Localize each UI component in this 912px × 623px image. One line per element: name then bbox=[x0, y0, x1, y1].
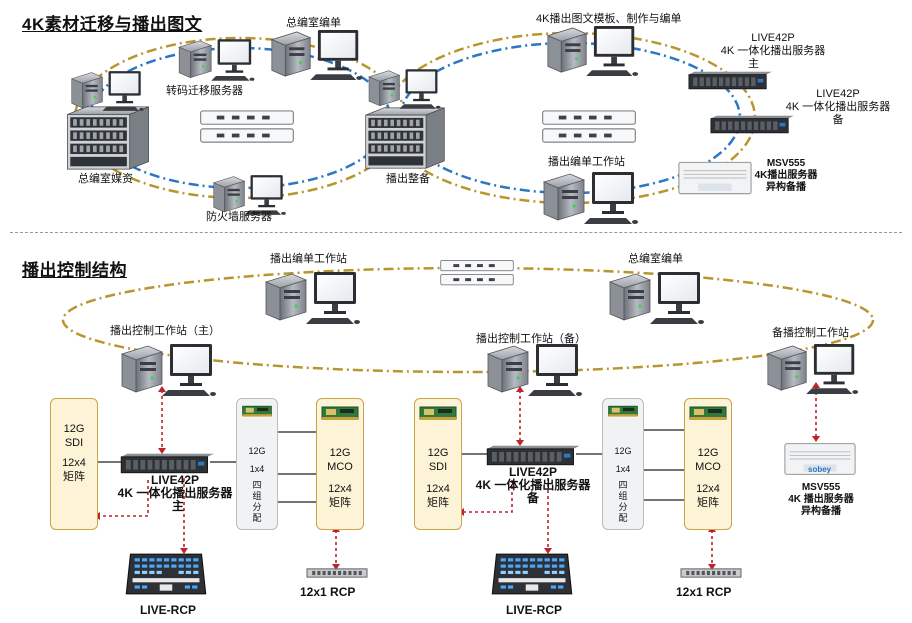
right-sdi-l2: SDI bbox=[428, 461, 448, 473]
left-live-role: 主 bbox=[172, 499, 185, 513]
msv-brand-label: sobey bbox=[808, 465, 832, 474]
left-live-model: LIVE42P bbox=[150, 473, 200, 487]
right-sdi-l3: 12x4 bbox=[426, 483, 450, 495]
live-backup-label: LIVE42P 4K 一体化播出服务器 备 bbox=[768, 88, 908, 127]
left-sdi-matrix-box: 12G SDI 12x4 矩阵 bbox=[50, 398, 98, 530]
ctrl-backup-icon bbox=[484, 340, 584, 400]
msv-standby-role: 异构备播 bbox=[801, 506, 841, 517]
s2-playout-workstation-icon bbox=[262, 268, 362, 328]
left-sdi-l2: SDI bbox=[64, 437, 84, 449]
ctrl-main-label: 播出控制工作站（主） bbox=[110, 325, 220, 337]
section2-title: 播出控制结构 bbox=[22, 261, 127, 280]
central-editing-top-label: 总编室编单 bbox=[286, 17, 341, 29]
left-live-server-label: LIVE42P 4K 一体化播出服务器 主 bbox=[110, 474, 240, 513]
right-dist-l1: 12G bbox=[614, 446, 632, 456]
right-dist-l3: 四 bbox=[618, 480, 628, 490]
right-dist-l2: 1x4 bbox=[615, 464, 631, 474]
right-sdi-matrix-box: 12G SDI 12x4 矩阵 bbox=[414, 398, 462, 530]
left-mco-matrix-box: 12G MCO 12x4 矩阵 bbox=[316, 398, 364, 530]
left-mco-l3: 12x4 bbox=[328, 483, 352, 495]
msv-standby-desc: 4K 播出服务器 bbox=[788, 494, 854, 505]
live-main-desc: 4K 一体化播出服务器 bbox=[720, 45, 826, 57]
right-dist-l5: 分 bbox=[618, 502, 628, 512]
right-sdi-card-icon bbox=[418, 403, 458, 423]
right-12x1-rcp-icon bbox=[680, 566, 742, 580]
msv-top-desc: 4K播出服务器 bbox=[754, 170, 818, 181]
left-dist-l3: 四 bbox=[252, 480, 262, 490]
msv-standby-label: MSV555 4K 播出服务器 异构备播 bbox=[776, 482, 866, 518]
standby-ctrl-label: 备播控制工作站 bbox=[772, 327, 849, 339]
right-mco-matrix-box: 12G MCO 12x4 矩阵 bbox=[684, 398, 732, 530]
left-mco-l4: 矩阵 bbox=[329, 497, 351, 509]
live-main-model: LIVE42P bbox=[751, 32, 795, 44]
left-12x1-rcp-label: 12x1 RCP bbox=[300, 585, 356, 599]
right-dist-l4: 组 bbox=[618, 491, 628, 501]
right-mco-l1: 12G bbox=[697, 447, 719, 459]
right-live-role: 备 bbox=[526, 491, 539, 505]
standby-ctrl-icon bbox=[764, 340, 860, 398]
s2-playout-workstation-label: 播出编单工作站 bbox=[270, 253, 347, 265]
left-live-rcp-icon bbox=[122, 552, 210, 598]
right-live-desc: 4K 一体化播出服务器 bbox=[475, 478, 591, 492]
live-main-role: 主 bbox=[748, 58, 759, 70]
firewall-server-label: 防火墙服务器 bbox=[206, 211, 272, 223]
ctrl-backup-label: 播出控制工作站（备） bbox=[476, 333, 586, 345]
left-mco-l2: MCO bbox=[327, 461, 353, 473]
left-mco-card-icon bbox=[320, 403, 360, 423]
left-dist-box: 12G 1x4 四 组 分 配 bbox=[236, 398, 278, 530]
msv-top-model: MSV555 bbox=[766, 158, 806, 169]
left-mco-l1: 12G bbox=[329, 447, 351, 459]
ctrl-main-icon bbox=[118, 340, 218, 400]
right-live-rcp-label: LIVE-RCP bbox=[506, 603, 563, 617]
msv-top-role: 异构备播 bbox=[766, 182, 806, 193]
left-live-rcp-label: LIVE-RCP bbox=[140, 603, 197, 617]
right-live-model: LIVE42P bbox=[508, 465, 558, 479]
live-backup-role: 备 bbox=[832, 114, 844, 126]
s2-central-editing-label: 总编室编单 bbox=[628, 253, 683, 265]
playout-workstation-label: 播出编单工作站 bbox=[548, 156, 625, 168]
right-live-server-label: LIVE42P 4K 一体化播出服务器 备 bbox=[468, 466, 598, 505]
left-dist-l6: 配 bbox=[252, 513, 262, 523]
live-backup-model: LIVE42P bbox=[816, 88, 860, 100]
msv-standby-model: MSV555 bbox=[801, 482, 841, 493]
right-12x1-rcp-label: 12x1 RCP bbox=[676, 585, 732, 599]
right-mco-card-icon bbox=[688, 403, 728, 423]
template-editing-label: 4K播出图文模板、制作与编单 bbox=[536, 13, 682, 25]
left-sdi-l3: 12x4 bbox=[62, 457, 86, 469]
live-main-label: LIVE42P 4K 一体化播出服务器 主 bbox=[698, 32, 848, 71]
right-mco-l2: MCO bbox=[695, 461, 721, 473]
left-sdi-l1: 12G bbox=[63, 423, 85, 435]
section1-title: 4K素材迁移与播出图文 bbox=[22, 15, 203, 34]
right-sdi-l4: 矩阵 bbox=[427, 497, 449, 509]
right-dist-box: 12G 1x4 四 组 分 配 bbox=[602, 398, 644, 530]
msv-top-label: MSV555 4K播出服务器 异构备播 bbox=[746, 158, 826, 194]
right-mco-l4: 矩阵 bbox=[697, 497, 719, 509]
right-mco-l3: 12x4 bbox=[696, 483, 720, 495]
section-divider bbox=[10, 232, 902, 233]
network-switch-icon bbox=[440, 256, 514, 290]
right-dist-l6: 配 bbox=[618, 513, 628, 523]
playout-prep-label: 播出整备 bbox=[386, 173, 430, 185]
s2-central-editing-icon bbox=[606, 268, 706, 328]
left-12x1-rcp-icon bbox=[306, 566, 368, 580]
left-dist-card-icon bbox=[240, 403, 274, 419]
left-dist-l5: 分 bbox=[252, 502, 262, 512]
left-dist-l1: 12G bbox=[248, 446, 266, 456]
right-dist-card-icon bbox=[606, 403, 640, 419]
left-live-desc: 4K 一体化播出服务器 bbox=[117, 486, 233, 500]
left-dist-l2: 1x4 bbox=[249, 464, 265, 474]
live-backup-desc: 4K 一体化播出服务器 bbox=[785, 101, 891, 113]
msv-standby-box: sobey bbox=[784, 440, 856, 478]
right-sdi-l1: 12G bbox=[427, 447, 449, 459]
right-live-rcp-icon bbox=[488, 552, 576, 598]
central-media-label: 总编室媒资 bbox=[78, 173, 133, 185]
left-dist-l4: 组 bbox=[252, 491, 262, 501]
transcode-server-label: 转码迁移服务器 bbox=[166, 85, 243, 97]
left-sdi-l4: 矩阵 bbox=[63, 471, 85, 483]
